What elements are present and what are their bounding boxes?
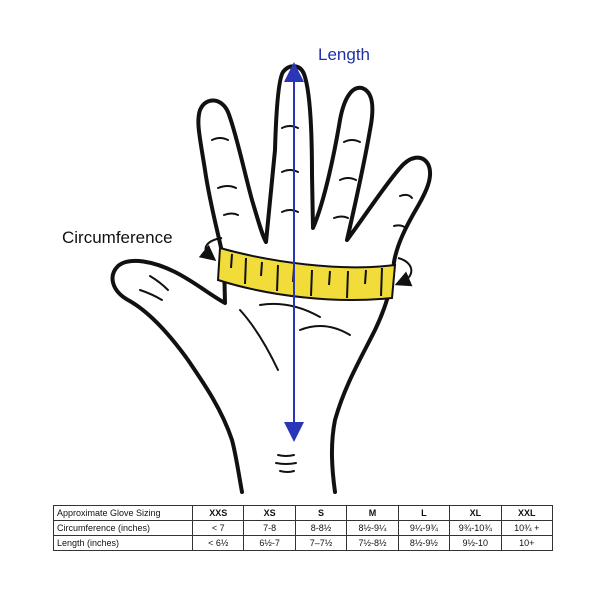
- table-cell: 10+: [500, 535, 554, 551]
- table-cell: < 6½: [191, 535, 245, 551]
- table-cell: 7-8: [243, 520, 296, 536]
- row-label: Circumference (inches): [53, 520, 193, 536]
- table-cell: 7½-8½: [346, 535, 399, 551]
- glove-sizing-table: Approximate Glove Sizing XXS XS S M L XL…: [53, 505, 554, 551]
- tape-wrap-arrow-left: [198, 237, 223, 262]
- table-cell: 8½-9½: [397, 535, 451, 551]
- tape-band: [216, 246, 397, 301]
- row-label: Length (inches): [53, 535, 193, 551]
- table-cell: 6½-7: [243, 535, 296, 551]
- table-cell: 8½-9¼: [346, 520, 399, 536]
- table-cell: 8-8½: [294, 520, 348, 536]
- size-header: XL: [449, 505, 502, 521]
- table-header-row: Approximate Glove Sizing XXS XS S M L XL…: [53, 505, 554, 521]
- size-header: L: [397, 505, 451, 521]
- size-header: XXL: [500, 505, 554, 521]
- table-cell: 7–7½: [294, 535, 348, 551]
- size-header: S: [294, 505, 348, 521]
- hand-creases: [139, 125, 413, 473]
- measuring-tape: [198, 237, 413, 301]
- table-row: Circumference (inches) < 7 7-8 8-8½ 8½-9…: [53, 520, 554, 536]
- circumference-label: Circumference: [62, 228, 173, 247]
- table-row: Length (inches) < 6½ 6½-7 7–7½ 7½-8½ 8½-…: [53, 535, 554, 551]
- table-corner-label: Approximate Glove Sizing: [53, 505, 193, 521]
- tape-ticks: [230, 253, 383, 299]
- size-header: M: [346, 505, 399, 521]
- table-cell: 9¾-10¾: [449, 520, 502, 536]
- length-label: Length: [318, 45, 370, 64]
- table-cell: 9½-10: [449, 535, 502, 551]
- tape-wrap-arrow-right: [394, 257, 413, 287]
- table-cell: 10¾ +: [500, 520, 554, 536]
- size-header: XS: [243, 505, 296, 521]
- size-header: XXS: [191, 505, 245, 521]
- table-cell: < 7: [191, 520, 245, 536]
- table-cell: 9¼-9¾: [397, 520, 451, 536]
